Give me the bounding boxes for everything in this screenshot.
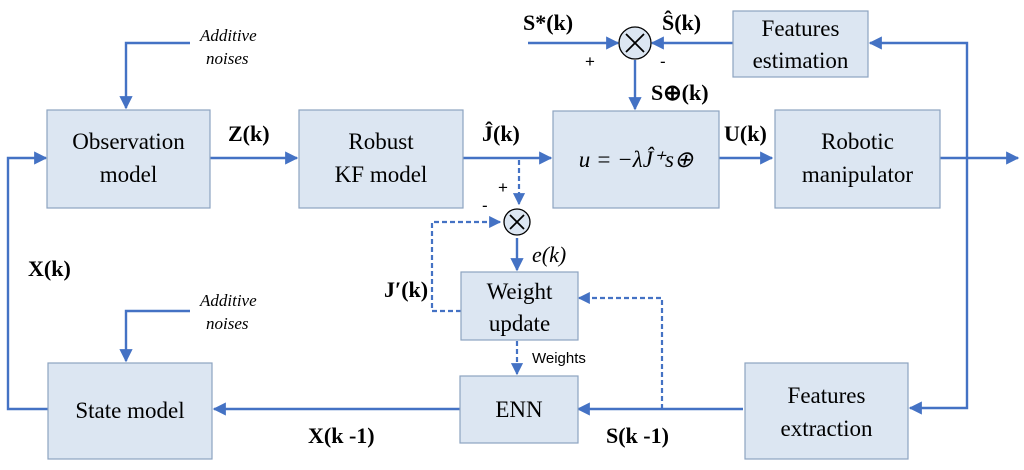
x-k-minus-1-label: X(k -1) (308, 423, 375, 448)
features-estimation-line1: Features (762, 16, 840, 41)
features-extraction-line1: Features (788, 383, 866, 408)
s-k-minus-1-label: S(k -1) (606, 423, 669, 448)
e-k-label: e(k) (532, 242, 566, 267)
j-prime-dashed-path (430, 215, 502, 313)
features-estimation-line2: estimation (753, 48, 849, 73)
features-extraction-block: Features extraction (744, 362, 909, 460)
noise-to-state-arrow (119, 309, 190, 363)
robust-kf-line2: KF model (335, 162, 428, 187)
additive-noises-bottom-line1: Additive (199, 291, 257, 310)
state-model-label: State model (75, 398, 184, 423)
observation-model-block: Observation model (46, 109, 211, 209)
middle-sum-junction (503, 208, 531, 236)
enn-label: ENN (495, 397, 543, 422)
s-star-k-label: S*(k) (523, 10, 573, 35)
s-oplus-k-label: S⊕(k) (651, 80, 709, 105)
weight-update-line2: update (489, 311, 550, 336)
robotic-manipulator-block: Robotic manipulator (774, 109, 941, 209)
top-minus-sign: - (660, 52, 666, 71)
middle-plus-sign: + (498, 178, 508, 197)
additive-noises-top-line2: noises (206, 49, 249, 68)
robotic-manipulator-line2: manipulator (802, 162, 913, 187)
enn-block: ENN (459, 375, 579, 444)
control-law-equation: u = −λĴ⁺s⊕ (579, 146, 694, 172)
middle-minus-sign: - (482, 196, 488, 215)
additive-noises-bottom-line2: noises (206, 314, 249, 333)
s-to-weight-update-dashed (577, 291, 664, 409)
control-law-block: u = −λĴ⁺s⊕ (552, 110, 720, 209)
observation-model-line2: model (100, 162, 158, 187)
features-extraction-line2: extraction (781, 416, 873, 441)
s-hat-k-label: Ŝ(k) (662, 10, 701, 35)
z-k-label: Z(k) (228, 121, 270, 146)
j-hat-k-label: Ĵ(k) (482, 121, 520, 146)
feedback-up-arrow (868, 36, 969, 158)
x-k-arrow (6, 151, 48, 411)
weights-label: Weights (532, 350, 586, 367)
noise-to-observation-arrow (119, 41, 190, 110)
robotic-manipulator-line1: Robotic (821, 129, 894, 154)
feedback-down-arrow (908, 158, 969, 415)
u-k-label: U(k) (724, 121, 767, 146)
weight-update-block: Weight update (460, 271, 579, 341)
state-model-block: State model (47, 362, 213, 460)
robust-kf-block: Robust KF model (298, 109, 464, 209)
j-prime-k-label: J′(k) (384, 277, 428, 302)
top-plus-sign: + (585, 52, 595, 71)
x-k-label: X(k) (28, 256, 71, 281)
weight-update-line1: Weight (487, 279, 553, 304)
features-estimation-block: Features estimation (732, 10, 869, 78)
top-sum-junction (618, 26, 652, 60)
additive-noises-top-line1: Additive (199, 26, 257, 45)
robust-kf-line1: Robust (348, 129, 414, 154)
observation-model-line1: Observation (72, 129, 185, 154)
